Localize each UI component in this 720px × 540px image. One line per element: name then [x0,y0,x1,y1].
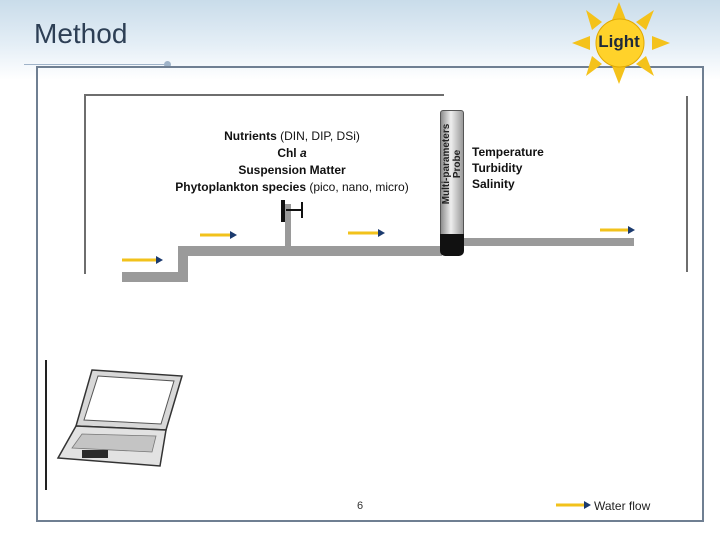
inlet-pipe-lower [122,272,186,282]
inlet-pipe-riser [178,246,188,282]
sampled-parameters: Nutrients (DIN, DIP, DSi) Chl a Suspensi… [150,128,434,196]
probe-parameter-temperature: Temperature [472,145,544,159]
page-number: 6 [356,500,364,512]
title-underline [24,64,168,65]
probe-parameters: Temperature Turbidity Salinity [472,144,544,192]
sun-icon [572,2,670,84]
suspension-line: Suspension Matter [238,163,346,177]
sampling-tap-icon [281,200,303,222]
probe-sensor-cap [440,234,464,256]
sampling-tube [285,204,291,248]
outlet-pipe [462,238,634,246]
probe-parameter-turbidity: Turbidity [472,161,523,175]
title-underline-dot [164,61,171,68]
legend-water-flow-label: Water flow [594,499,651,513]
tank-wall-left [84,94,86,274]
probe-parameter-salinity: Salinity [472,177,515,191]
main-pipe [178,246,442,256]
chl-line: Chl a [277,146,307,160]
diagram-frame [36,66,704,522]
phytoplankton-line: Phytoplankton species (pico, nano, micro… [175,180,409,194]
slide-title: Method [34,18,128,49]
multi-parameter-probe [440,110,464,238]
light-label: Light [598,32,640,51]
nutrients-line: Nutrients (DIN, DIP, DSi) [224,129,360,143]
tank-wall-right [686,96,688,272]
laptop-icon [56,369,183,467]
tank-wall-top [84,94,444,96]
probe-label: Multi-parameters Probe [441,123,463,205]
